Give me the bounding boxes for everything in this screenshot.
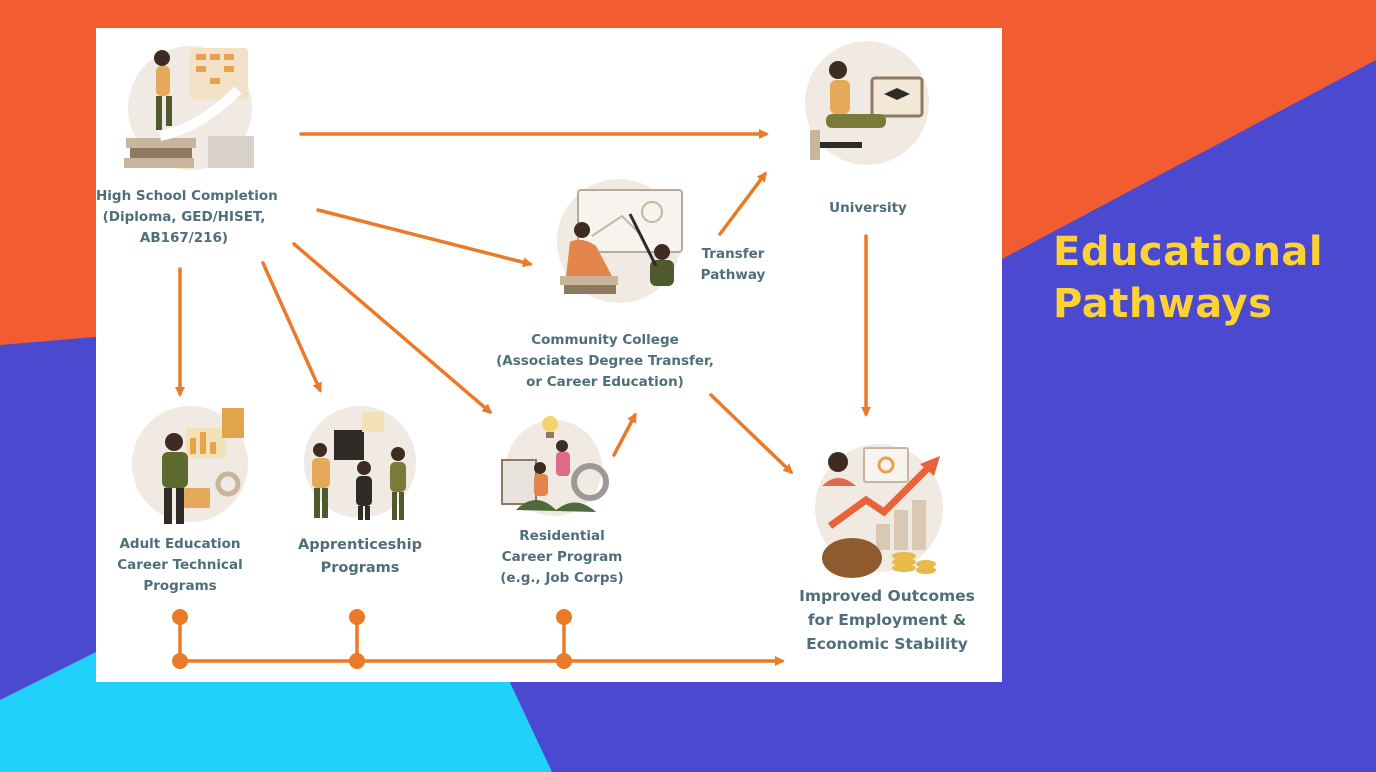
connector-dot (349, 653, 365, 669)
student-climbing-books-icon (124, 46, 254, 170)
community-college-line-2: (Associates Degree Transfer, (496, 353, 714, 369)
team-collaboration-icon (304, 406, 416, 520)
arrow-transfer-to-university (718, 171, 767, 236)
transfer-line-2: Pathway (700, 267, 766, 283)
residential-line-1: Residential (519, 528, 605, 544)
connector-dot (556, 653, 572, 669)
high-school-line-2: (Diploma, GED/HISET, (102, 209, 266, 225)
pathway-arrows (172, 129, 871, 669)
worker-briefcase-icon (132, 406, 248, 524)
residential-line-3: (e.g., Job Corps) (500, 570, 624, 586)
connector-dot (172, 609, 188, 625)
transfer-pathway-label: Transfer Pathway (688, 244, 778, 286)
high-school-label: High School Completion (Diploma, GED/HIS… (96, 186, 278, 249)
slide-title: Educational Pathways (1053, 226, 1363, 330)
adult-education-line-2: Career Technical (117, 557, 243, 573)
arrow-highschool-to-residential (292, 242, 493, 414)
university-label: University (800, 198, 936, 219)
outcomes-line-2: for Employment & (807, 611, 967, 629)
arrow-highschool-to-apprenticeship (261, 261, 322, 393)
adult-education-label: Adult Education Career Technical Program… (110, 534, 250, 597)
high-school-line-3: AB167/216) (139, 230, 229, 246)
title-line-2: Pathways (1053, 281, 1273, 327)
residential-line-2: Career Program (501, 549, 623, 565)
community-college-line-1: Community College (531, 332, 679, 348)
university-text: University (829, 200, 907, 216)
teacher-whiteboard-icon (557, 179, 683, 303)
lightbulb-teamwork-icon (501, 416, 609, 516)
connector-dot (349, 609, 365, 625)
adult-education-line-3: Programs (143, 578, 217, 594)
apprenticeship-label: Apprenticeship Programs (288, 534, 432, 580)
transfer-line-1: Transfer (701, 246, 765, 262)
community-college-label: Community College (Associates Degree Tra… (485, 330, 725, 393)
arrow-highschool-to-community-college (316, 208, 533, 268)
graduate-laptop-icon (805, 41, 929, 165)
adult-education-line-1: Adult Education (119, 536, 241, 552)
outcomes-line-1: Improved Outcomes (799, 587, 975, 605)
apprenticeship-line-1: Apprenticeship (298, 537, 422, 553)
title-line-1: Educational (1053, 229, 1324, 275)
connector-dot (556, 609, 572, 625)
community-college-line-3: or Career Education) (526, 374, 684, 390)
residential-label: Residential Career Program (e.g., Job Co… (482, 526, 642, 589)
connector-dot (172, 653, 188, 669)
apprenticeship-line-2: Programs (320, 560, 400, 576)
arrow-residential-to-community-college (612, 412, 637, 457)
outcomes-label: Improved Outcomes for Employment & Econo… (784, 584, 990, 656)
high-school-line-1: High School Completion (96, 188, 278, 204)
growth-chart-coins-icon (815, 444, 943, 578)
outcomes-line-3: Economic Stability (806, 635, 968, 653)
arrow-community-college-to-outcomes (709, 393, 794, 475)
